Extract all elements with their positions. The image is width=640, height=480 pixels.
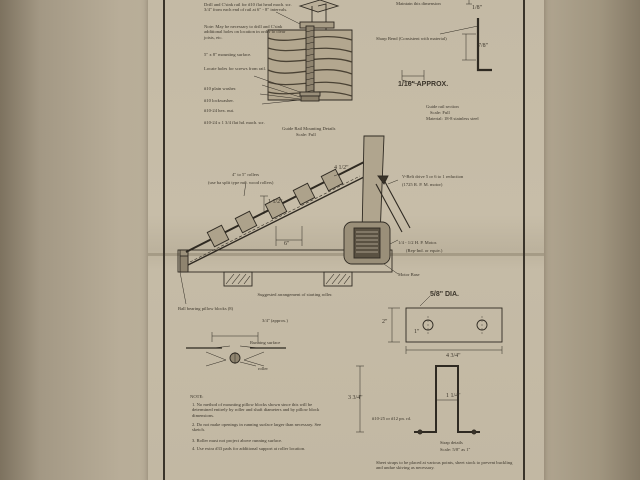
rollers-label: 4" to 5" rollers: [232, 172, 260, 177]
roller-spacing-dim: 4 1/2": [334, 165, 349, 171]
running-surface-label: Running surface: [250, 340, 281, 345]
rail-section-caption-material: Material: 18-8 stainless steel: [426, 116, 479, 121]
strap-caption-title: Strap details: [440, 440, 463, 445]
strap-leg-dim: 3 3/4": [348, 395, 363, 401]
callout-lockwasher: #10 lockwasher.: [204, 98, 234, 103]
motor-sublabel: (Rep-Ind. or equiv.): [406, 248, 443, 253]
rail-section-drawing: [401, 0, 492, 85]
conveyor-drawing: [177, 135, 411, 305]
vbelt-label: V-Belt drive 5 or 6 to 1 reduction: [402, 174, 464, 179]
roller-height-dim: 1 1/2": [268, 199, 283, 205]
hole-diameter-label: 5/8" DIA.: [430, 291, 459, 298]
notes-heading: NOTE:: [190, 394, 204, 399]
note-item-1: 1. No method of mounting pillow blocks s…: [192, 402, 320, 418]
strap-foot-dim: 1 1/4": [446, 393, 461, 399]
rail-detail-caption-title: Guide Rail Mounting Details: [282, 126, 336, 131]
maintain-dimension-note: Maintain this dimension: [396, 1, 441, 6]
note-item-2: 2. Do not make openings in running surfa…: [192, 422, 322, 433]
rail-detail-caption-scale: Scale: Full: [296, 132, 316, 137]
motor-label: 1/4 - 1/2 H. P. Motor.: [398, 240, 438, 245]
callout-flat-head-screw: #10-24 x 1 3/4 flat hd. mach. scr.: [204, 120, 265, 125]
approx-dimension: 1/16" APPROX.: [398, 81, 449, 88]
callout-extra-holes-note: Note: May be necessary to drill and C'si…: [204, 24, 286, 40]
callout-locate-holes: Locate holes for screws from rail.: [204, 66, 266, 71]
strap-height-dim: 2": [382, 319, 388, 325]
bottom-right-note: Sheet straps to be placed at various poi…: [376, 460, 513, 471]
rail-mounting-drawing: [253, 0, 353, 105]
sharp-bend-label: Sharp Bend (Consistent with material): [376, 36, 447, 41]
strap-inner-dim: 1": [414, 329, 420, 335]
vbelt-sublabel: (1725 R. P. M. motor): [402, 182, 443, 187]
pillow-block-label: Ball bearing pillow blocks (8): [178, 306, 234, 311]
rail-section-caption-scale: Scale: Full: [430, 110, 450, 115]
arrangement-caption: Suggested arrangement of starting roller…: [257, 292, 333, 297]
strap-width-dim: 4 3/4": [446, 353, 461, 359]
drawing-border: [163, 0, 525, 480]
rail-dim-side: 7/8": [478, 43, 489, 49]
rail-dim-top: 1/8": [472, 5, 483, 11]
roller-width-dim: 6": [284, 241, 290, 247]
strap-screw-label: #10-25 or #12 pn. rd.: [372, 416, 412, 421]
note-item-3: 3. Roller must not project above running…: [192, 438, 283, 443]
rollers-sublabel: (use ba split type mtl. wood rollers): [208, 180, 274, 185]
callout-hex-nut: #10-24 hex. nut.: [204, 108, 235, 113]
callout-mounting-surface: 5" x 8" mounting surface.: [204, 52, 252, 57]
callout-plain-washer: #10 plain washer.: [204, 86, 237, 91]
running-surface-dim: 3/4" (approx.): [262, 318, 288, 323]
running-surface-drawing: [186, 332, 286, 367]
callout-drill-holes: Drill and C'sink rail for #10 flat head …: [204, 2, 292, 13]
roller-label: roller: [258, 366, 268, 371]
strap-drawing: [356, 295, 503, 435]
rail-section-caption-title: Guide rail section: [426, 104, 459, 109]
strap-caption-scale: Scale: 5/8" as 1": [440, 447, 471, 452]
motor-base-label: Motor Base: [398, 272, 420, 277]
note-item-4: 4. Use extra #33 pads for additional sup…: [192, 446, 306, 451]
